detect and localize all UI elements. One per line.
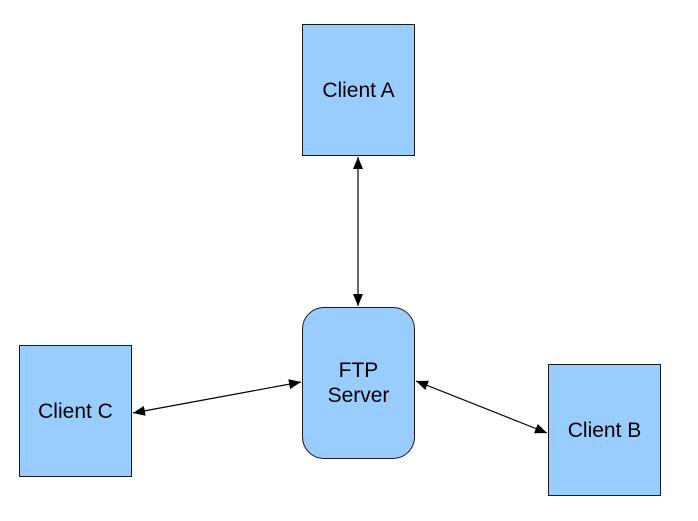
client-c-label: Client C <box>38 399 113 423</box>
client-c-node: Client C <box>19 345 132 477</box>
client-b-label: Client B <box>567 418 642 442</box>
ftp-server-node: FTP Server <box>302 307 415 459</box>
client-a-node: Client A <box>302 24 415 156</box>
edge-server-client-c <box>132 379 302 416</box>
client-a-label: Client A <box>322 78 395 102</box>
edge-server-client-b <box>415 380 548 434</box>
client-b-node: Client B <box>548 364 661 496</box>
ftp-server-label: FTP Server <box>327 359 390 407</box>
